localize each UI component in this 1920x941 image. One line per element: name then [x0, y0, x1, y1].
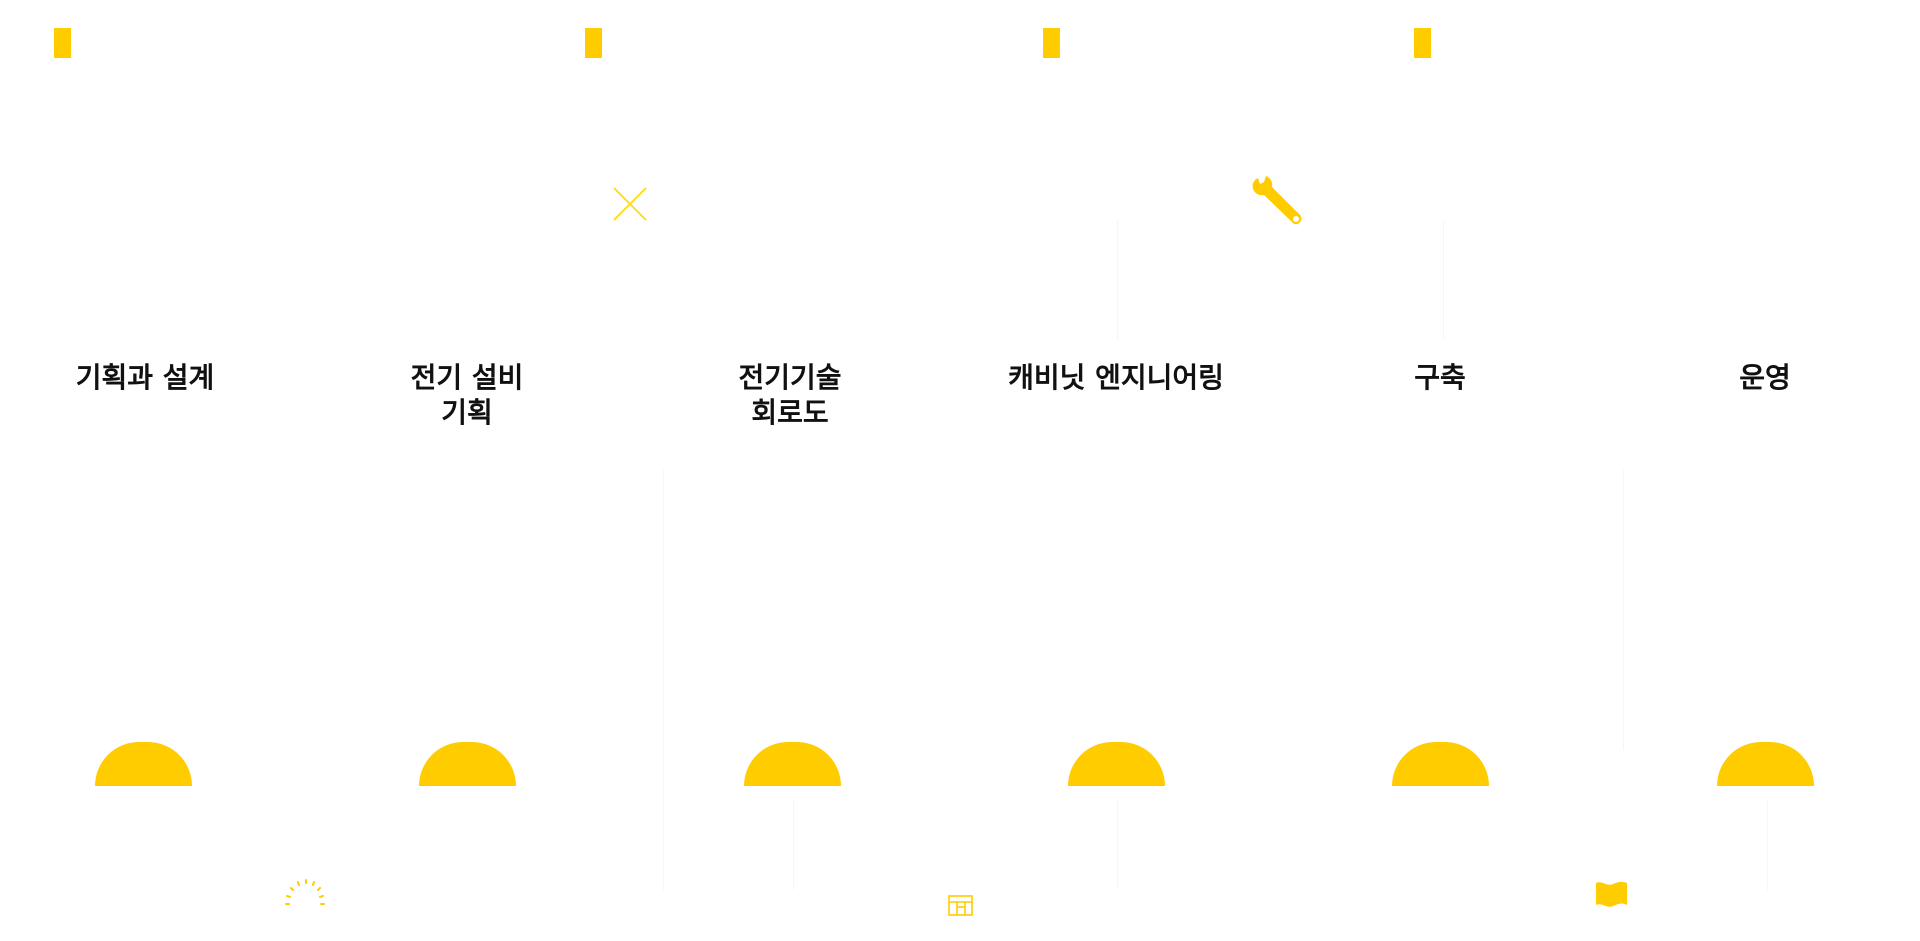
marker-4 — [1414, 28, 1431, 58]
stage-semicircle-planning-design[interactable] — [95, 742, 192, 786]
marker-2 — [585, 28, 602, 58]
flag-icon — [1596, 881, 1627, 907]
column-guide — [1767, 800, 1768, 890]
stage-title-cabinet-engineering[interactable]: 캐비닛 엔지니어링 — [1008, 361, 1224, 394]
stage-title-operation[interactable]: 운영 — [1739, 361, 1791, 394]
column-guide — [1623, 470, 1624, 750]
column-guide — [793, 800, 794, 890]
column-guide — [1117, 220, 1118, 340]
loading-dots-icon — [285, 879, 325, 905]
wrench-icon — [1252, 176, 1302, 225]
stage-semicircle-cabinet-engineering[interactable] — [1068, 742, 1165, 786]
stage-title-planning-design[interactable]: 기획과 설계 — [75, 361, 215, 394]
column-guide — [1117, 800, 1118, 890]
stage-title-electrical-planning[interactable]: 전기 설비 기획 — [410, 361, 524, 429]
stage-semicircle-electrical-planning[interactable] — [419, 742, 516, 786]
column-guide — [663, 470, 664, 890]
stage-title-construction[interactable]: 구축 — [1414, 361, 1466, 394]
column-guide — [1443, 220, 1444, 340]
marker-3 — [1043, 28, 1060, 58]
close-x-icon[interactable] — [612, 186, 648, 222]
marker-1 — [54, 28, 71, 58]
stage-semicircle-operation[interactable] — [1717, 742, 1814, 786]
stage-semicircle-construction[interactable] — [1392, 742, 1489, 786]
floorplan-icon — [948, 895, 973, 916]
stage-semicircle-electrical-schematic[interactable] — [744, 742, 841, 786]
stage-title-electrical-schematic[interactable]: 전기기술 회로도 — [738, 361, 842, 429]
